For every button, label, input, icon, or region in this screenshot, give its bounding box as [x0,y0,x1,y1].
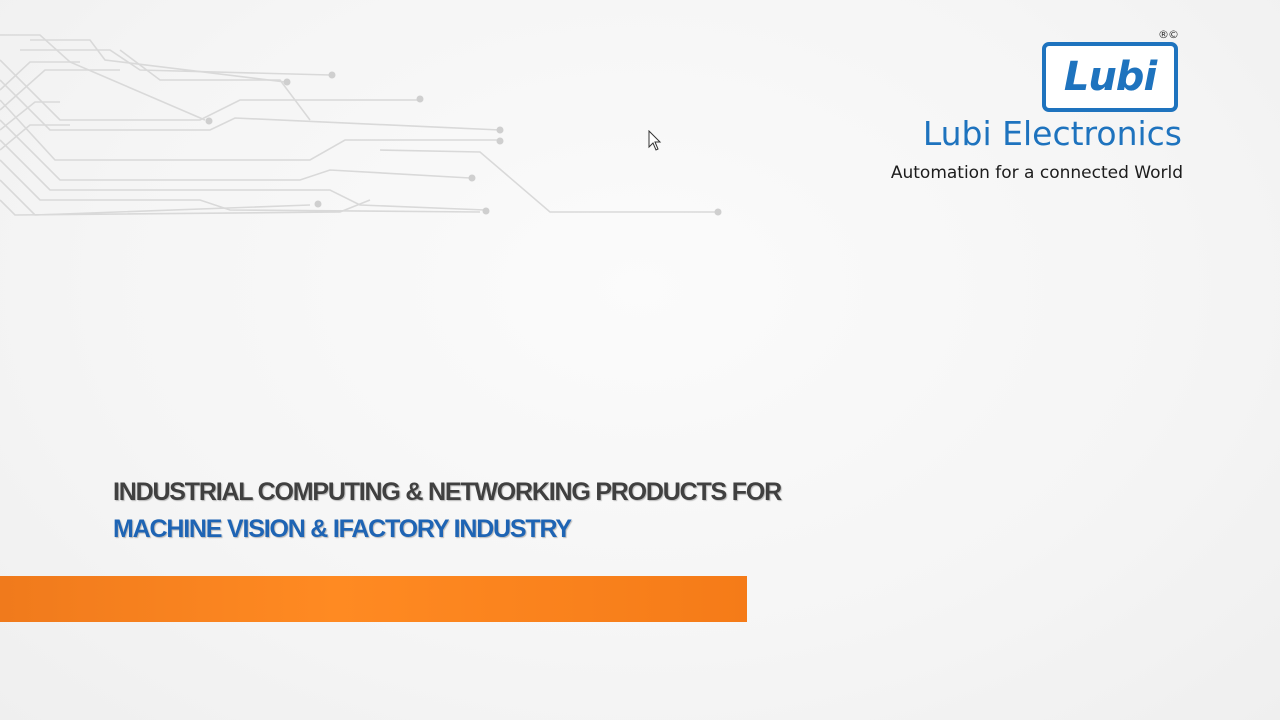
headline-line-2: MACHINE VISION & IFACTORY INDUSTRY [113,515,572,543]
logo-text: Lubi [1063,54,1157,100]
circuit-lines-graphic [0,34,722,216]
orange-accent-bar [0,576,747,622]
lubi-logo: Lubi [1042,42,1178,112]
company-name: Lubi Electronics [922,114,1182,153]
mouse-pointer-icon [648,130,662,151]
headline-line-1: INDUSTRIAL COMPUTING & NETWORKING PRODUC… [113,478,782,506]
company-tagline: Automation for a connected World [890,163,1183,183]
registered-trademark-marks: ®© [1158,28,1179,41]
